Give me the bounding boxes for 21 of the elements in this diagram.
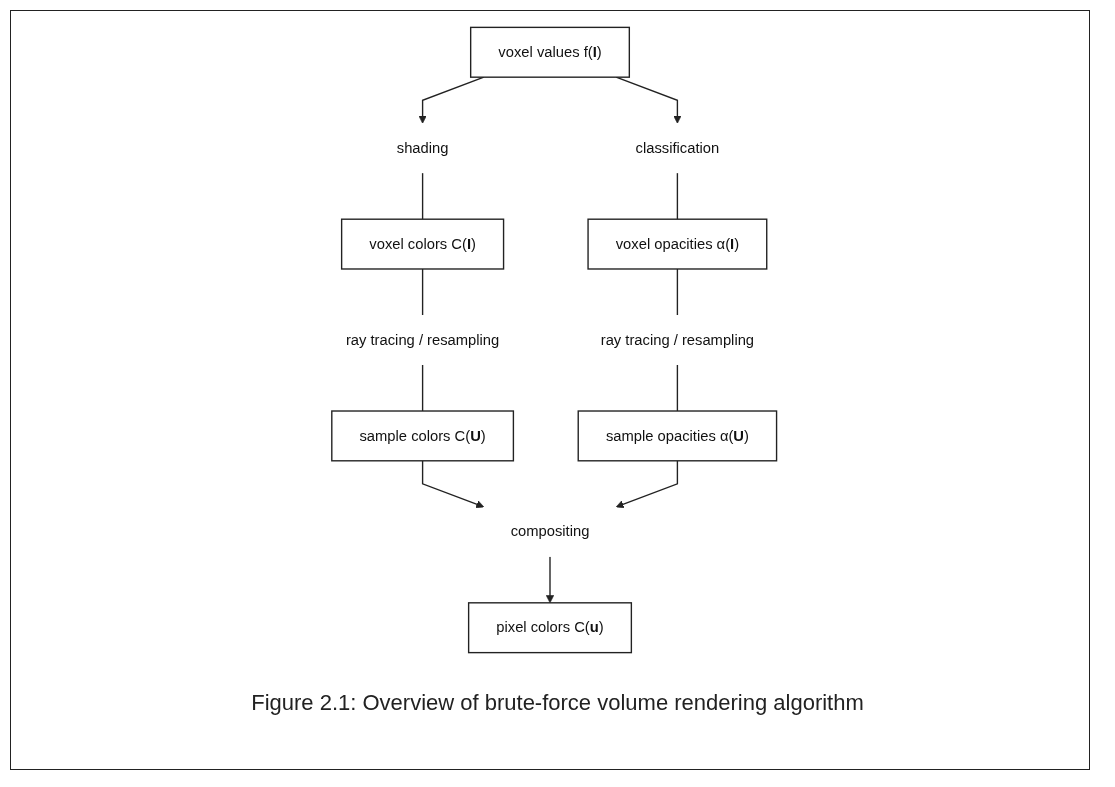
arrow	[545, 556, 555, 604]
node-text: ray tracing / resampling	[345, 331, 500, 348]
arrow	[615, 460, 679, 509]
node-text: ray tracing / resampling	[600, 331, 755, 348]
connector	[421, 364, 424, 412]
connector	[421, 268, 424, 316]
caption: Figure 2.1: Overview of brute-force volume rendering algorithm	[250, 690, 865, 716]
node-box: voxel opacities α(I)	[587, 218, 768, 270]
connector	[676, 268, 679, 316]
connector	[421, 172, 424, 220]
node-text: classification	[635, 139, 720, 156]
node-text: shading	[396, 139, 449, 156]
connector	[676, 364, 679, 412]
node-box: sample colors C(U)	[331, 410, 515, 462]
node-box: sample opacities α(U)	[577, 410, 778, 462]
connector	[676, 172, 679, 220]
node-box: voxel values f(I)	[470, 26, 631, 78]
arrow	[421, 460, 485, 509]
node-box: voxel colors C(I)	[340, 218, 505, 270]
node-text: compositing	[510, 523, 590, 540]
node-box: pixel colors C(u)	[467, 602, 633, 654]
